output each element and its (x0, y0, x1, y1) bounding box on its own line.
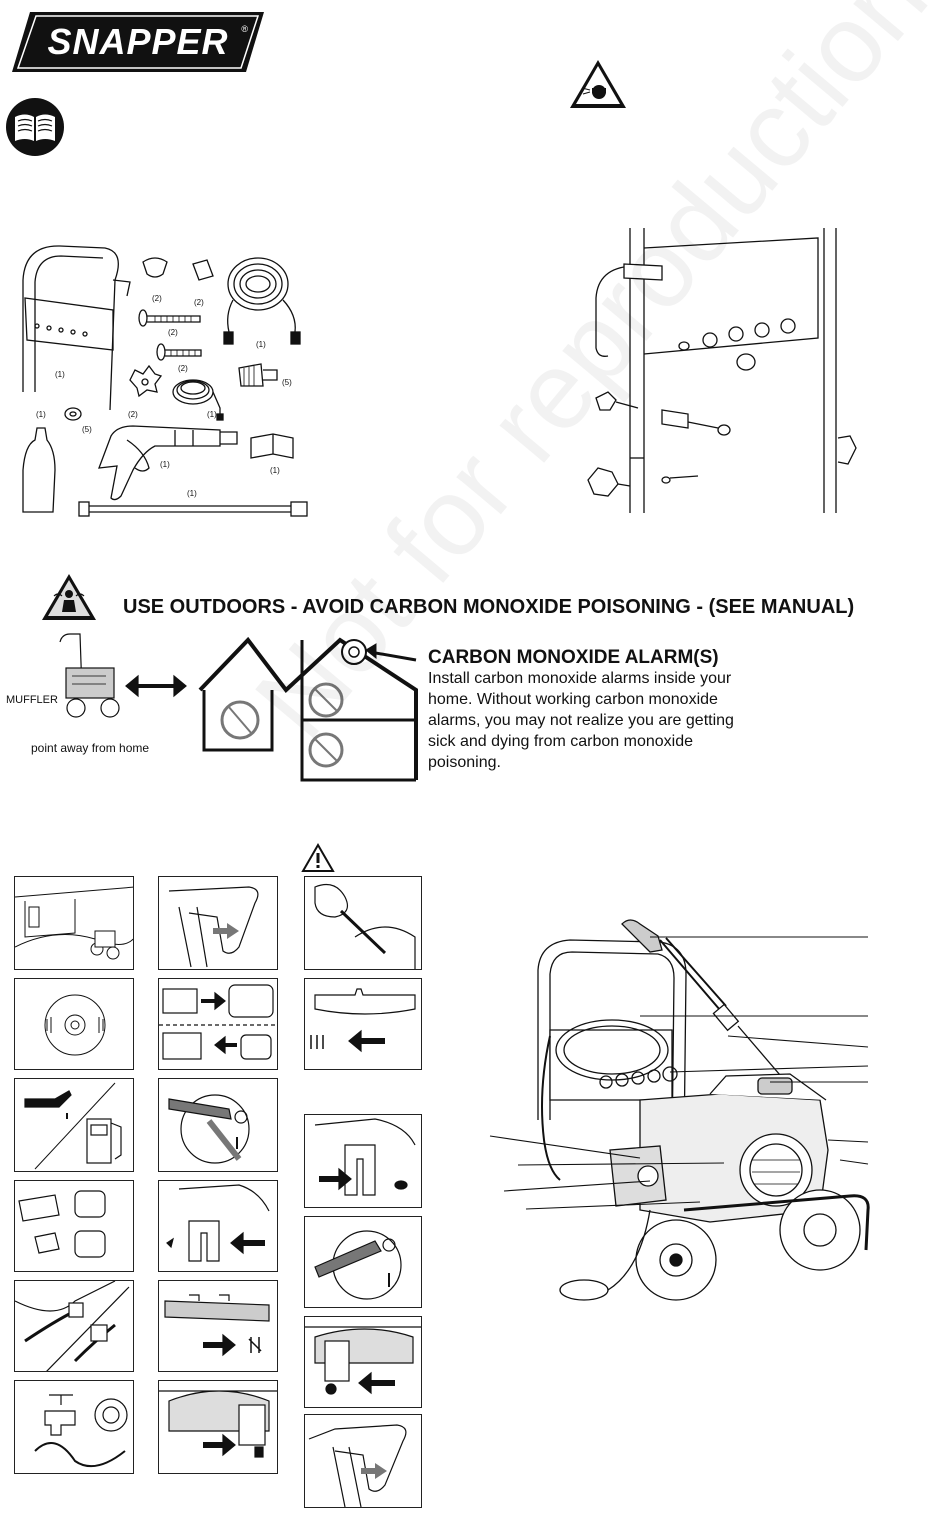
muffler-away-illustration (59, 633, 187, 718)
qty-manual: (1) (270, 466, 280, 475)
parts-contents-illustration (22, 245, 308, 517)
step-panel-fuel-off (304, 1316, 422, 1408)
carbon-monoxide-warning-icon (42, 574, 96, 620)
step-panel-engine-switch-on (158, 1380, 278, 1474)
muffler-label: MUFFLER (6, 694, 58, 706)
logo-text: SNAPPER (47, 21, 229, 62)
qty-bolt-long: (2) (168, 328, 178, 337)
step-panel-throttle-fast (158, 1180, 278, 1272)
step-panel-alarm (14, 978, 134, 1070)
co-alarm-title: CARBON MONOXIDE ALARM(S) (428, 647, 719, 668)
step-panel-choke-open (304, 1216, 422, 1308)
point-away-text: point away from home (31, 741, 150, 755)
qty-frame: (1) (55, 370, 65, 379)
house-illustration (198, 636, 418, 782)
qty-wand: (1) (187, 489, 197, 498)
eye-protection-warning-icon (570, 60, 626, 108)
qty-siphon: (1) (207, 410, 217, 419)
co-alarm-text: Install carbon monoxide alarms inside yo… (428, 670, 734, 771)
qty-washer: (5) (82, 425, 92, 434)
step-panel-water-faucet (14, 1380, 134, 1474)
handle-assembly-illustration (587, 228, 857, 513)
step-panel-quick-connect (158, 978, 278, 1070)
qty-hose: (1) (256, 340, 266, 349)
step-panel-hose-connect (14, 1180, 134, 1272)
step-panel-fuel-oil (14, 1078, 134, 1172)
step-panel-throttle-turtle (304, 1114, 422, 1208)
pressure-washer-illustration (537, 919, 870, 1301)
step-panel-throttle-slow (304, 978, 422, 1070)
registered-mark: ® (241, 24, 248, 34)
qty-bolt-short: (2) (178, 364, 188, 373)
snapper-logo: SNAPPER ® (10, 10, 266, 74)
step-panel-nozzle-clean (304, 876, 422, 970)
caution-icon (301, 842, 335, 872)
qty-nozzles: (5) (282, 378, 292, 387)
qty-gun: (1) (160, 460, 170, 469)
qty-bottle: (1) (36, 410, 46, 419)
qty-knob: (2) (152, 294, 162, 303)
step-panel-garden-hose (14, 1280, 134, 1372)
step-panel-choke-lever (158, 1078, 278, 1172)
step-panel-outdoors (14, 876, 134, 970)
co-headline: USE OUTDOORS - AVOID CARBON MONOXIDE POI… (123, 596, 855, 618)
qty-clip: (2) (194, 298, 204, 307)
step-panel-trigger-release (304, 1414, 422, 1508)
step-panel-trigger-squeeze (158, 876, 278, 970)
read-manual-icon (6, 98, 64, 156)
step-panel-fuel-valve (158, 1280, 278, 1372)
qty-star-knob: (2) (128, 410, 138, 419)
